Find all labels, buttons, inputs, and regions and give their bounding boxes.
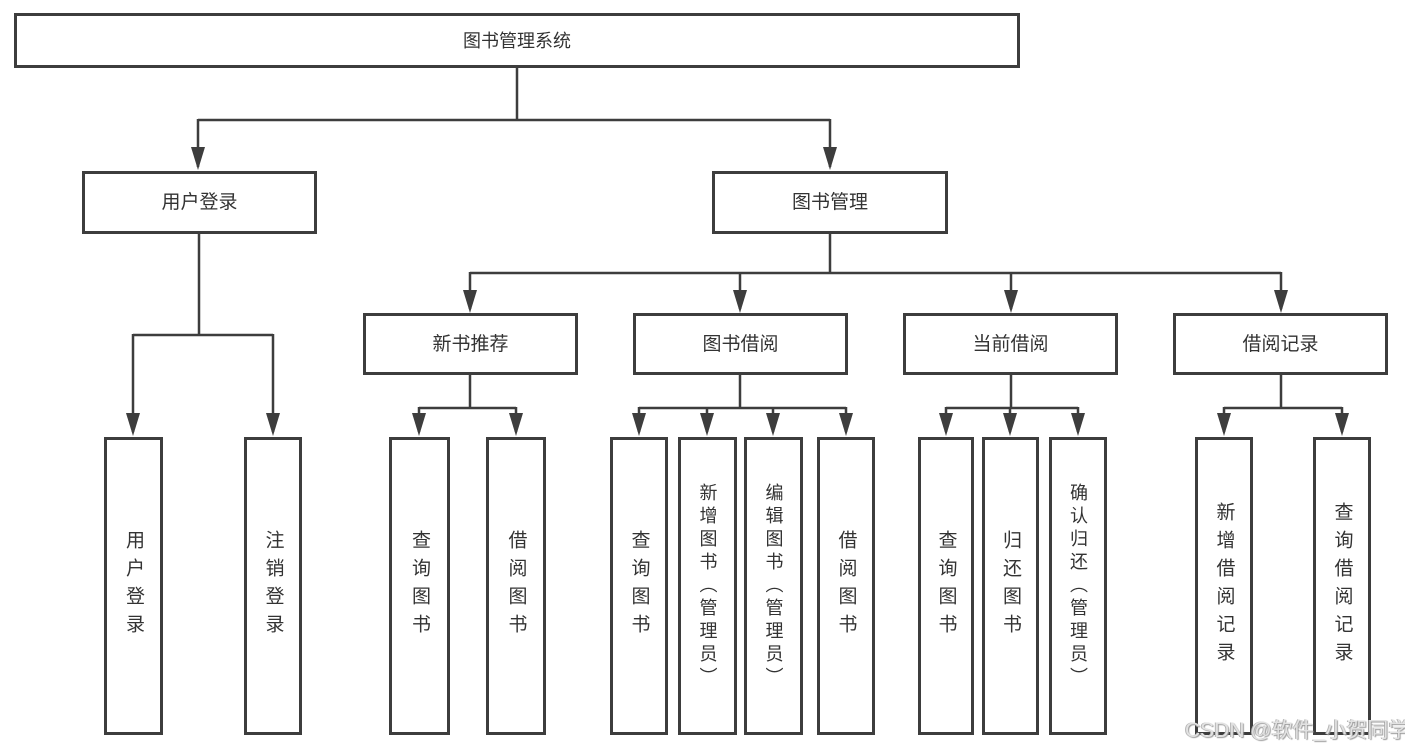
leaf-add-books-admin: 新增图书（管理员） — [678, 437, 737, 735]
leaf-add-books-admin-label: 新增图书（管理员） — [697, 482, 718, 690]
leaf-borrowing-query-books-label: 查询图书 — [628, 530, 650, 642]
node-borrow-records: 借阅记录 — [1173, 313, 1388, 375]
leaf-borrowing-borrow-books-label: 借阅图书 — [835, 530, 857, 642]
node-current-borrowing: 当前借阅 — [903, 313, 1118, 375]
leaf-return-books: 归还图书 — [982, 437, 1039, 735]
leaf-borrowing-borrow-books: 借阅图书 — [817, 437, 875, 735]
leaf-user-login: 用户登录 — [104, 437, 163, 735]
leaf-edit-books-admin-label: 编辑图书（管理员） — [763, 482, 784, 690]
leaf-user-login-label: 用户登录 — [123, 530, 144, 642]
leaf-current-query-books: 查询图书 — [918, 437, 974, 735]
leaf-return-books-label: 归还图书 — [1000, 530, 1021, 642]
leaf-add-borrow-record-label: 新增借阅记录 — [1213, 502, 1235, 670]
leaf-add-borrow-record: 新增借阅记录 — [1195, 437, 1253, 735]
leaf-edit-books-admin: 编辑图书（管理员） — [744, 437, 803, 735]
node-root-system: 图书管理系统 — [14, 13, 1020, 68]
leaf-borrowing-query-books: 查询图书 — [610, 437, 668, 735]
node-book-borrowing: 图书借阅 — [633, 313, 848, 375]
leaf-logout: 注销登录 — [244, 437, 302, 735]
leaf-confirm-return-admin: 确认归还（管理员） — [1049, 437, 1107, 735]
leaf-newrec-query-books-label: 查询图书 — [409, 530, 430, 642]
node-user-login-branch: 用户登录 — [82, 171, 317, 234]
leaf-current-query-books-label: 查询图书 — [935, 530, 957, 642]
leaf-query-borrow-record: 查询借阅记录 — [1313, 437, 1371, 735]
leaf-query-borrow-record-label: 查询借阅记录 — [1331, 502, 1353, 670]
node-book-management: 图书管理 — [712, 171, 948, 234]
csdn-watermark: CSDN @软件_小贺同学 — [1185, 719, 1405, 742]
node-new-book-recommend: 新书推荐 — [363, 313, 578, 375]
leaf-logout-label: 注销登录 — [262, 530, 284, 642]
leaf-newrec-borrow-books-label: 借阅图书 — [505, 530, 527, 642]
leaf-confirm-return-admin-label: 确认归还（管理员） — [1068, 482, 1088, 690]
leaf-newrec-query-books: 查询图书 — [389, 437, 450, 735]
leaf-newrec-borrow-books: 借阅图书 — [486, 437, 546, 735]
